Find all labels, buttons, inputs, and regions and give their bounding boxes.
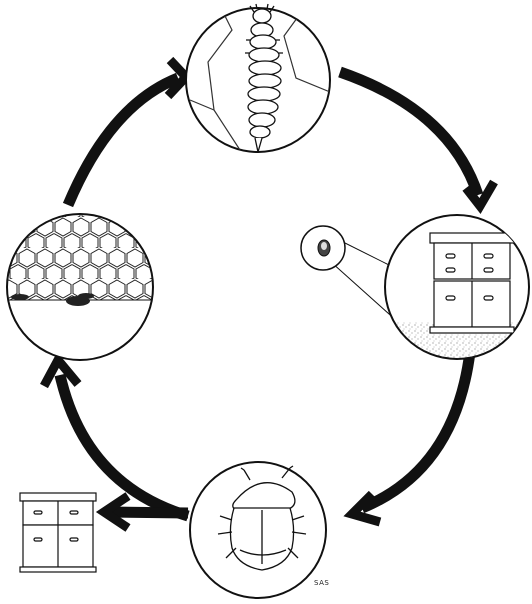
arrow-eggs-to-larva — [68, 78, 178, 205]
stage-pupation-in-soil — [301, 215, 532, 372]
illustrator-initials: SAS — [314, 579, 329, 587]
stage-eggs-in-comb — [0, 205, 170, 360]
arrow-pupation-to-adult — [362, 352, 470, 508]
stage-adult-beetle: SAS — [190, 462, 329, 598]
arrow-larva-to-pupation — [340, 72, 478, 195]
stage-larva — [186, 4, 330, 152]
pupa-icon — [318, 240, 330, 256]
beehive-icon — [20, 493, 96, 572]
arrow-adult-to-hive — [108, 512, 188, 513]
hive-soil-icon — [430, 233, 514, 333]
